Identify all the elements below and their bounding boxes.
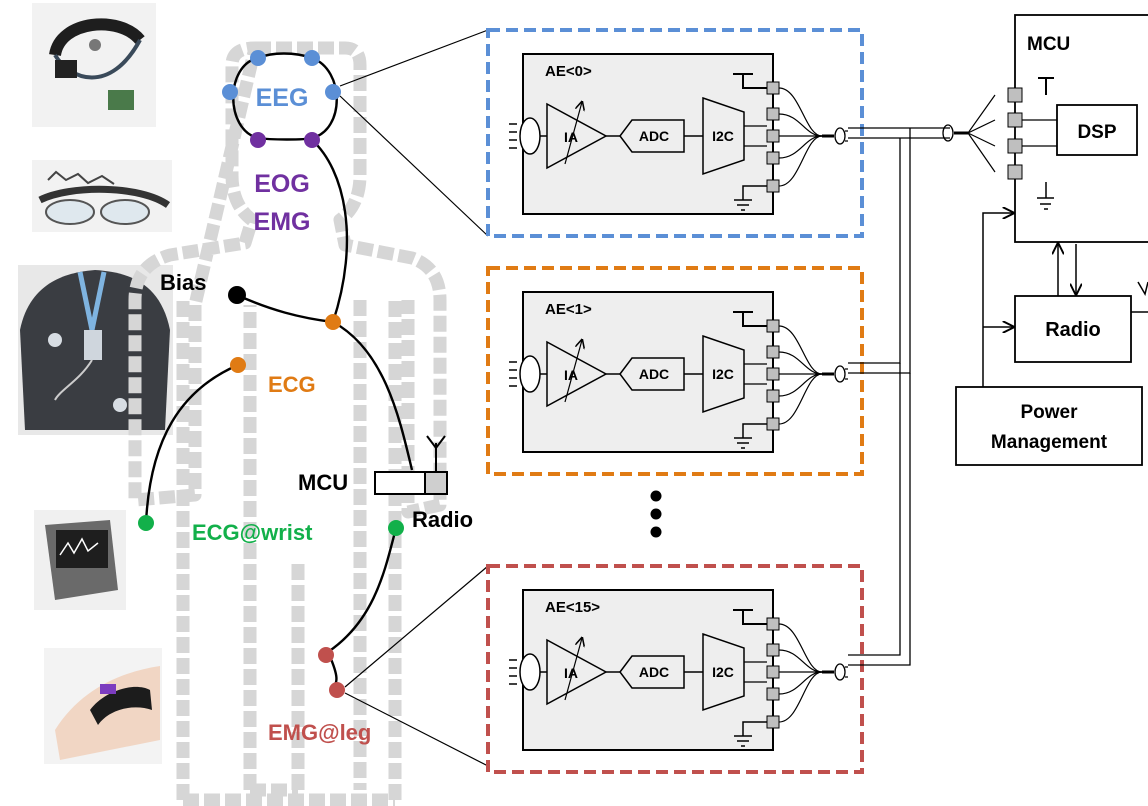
pin [766,665,780,679]
radio-block: Radio [1014,244,1148,363]
pin [766,715,780,729]
ae-dashed-frame [486,564,864,774]
label-eeg: EEG [256,84,309,112]
pin [766,617,780,631]
label-ecg-wrist: ECG@wrist [192,520,313,545]
electrode-icon [509,361,517,387]
bus-wiring [848,124,968,666]
body-outline [128,41,447,806]
ia-label: IA [564,367,578,383]
pin [766,179,780,193]
pin [766,151,780,165]
label-emg-leg: EMG@leg [268,720,371,745]
ae-block-group: AE<0> IA ADC I2C AE<1> IA ADC I2C AE<15> IA ADC I2C [486,28,864,774]
radio-label: Radio [1045,319,1101,341]
adc-label: ADC [639,664,669,680]
ia-label: IA [564,129,578,145]
label-emg: EMG [254,208,311,236]
bias-electrode [228,286,246,304]
pin [766,643,780,657]
eog-electrode [250,132,266,148]
eog-electrode [304,132,320,148]
i2c-label: I2C [712,664,734,680]
dsp-label: DSP [1077,122,1116,143]
emg-leg-electrode [329,682,345,698]
ecg-wrist-electrode [138,515,154,531]
pin [766,319,780,333]
ae-block-ae15: AE<15> IA ADC I2C [486,564,864,774]
label-body-mcu: MCU [298,470,348,495]
body-mcu-module [374,435,448,495]
label-body-radio: Radio [412,507,473,532]
ae-dashed-frame [486,266,864,476]
antenna-icon [426,435,446,450]
connector [834,663,846,681]
eeg-headset-photo [32,3,156,127]
eeg-electrode [325,84,341,100]
leg-band-photo [44,648,162,764]
pin [766,107,780,121]
input-jack [519,117,541,155]
connector [834,365,846,383]
label-bias: Bias [160,270,206,295]
eeg-electrode [304,50,320,66]
ae-label: AE<1> [545,301,592,318]
mcu-block: MCU DSP [967,14,1148,243]
eeg-electrode [222,84,238,100]
antenna-icon [1137,281,1148,296]
i2c-label: I2C [712,366,734,382]
zoom-lines [339,29,489,767]
ae-block-ae1: AE<1> IA ADC I2C [486,266,864,476]
eeg-electrode [250,50,266,66]
ellipsis-dots [650,490,662,538]
mcu-label: MCU [1027,34,1070,55]
pin [766,129,780,143]
pin [766,417,780,431]
input-jack [519,653,541,691]
pin [766,81,780,95]
ecg-electrode [230,357,246,373]
input-jack [519,355,541,393]
pin [766,345,780,359]
ia-label: IA [564,665,578,681]
power-label-line1: Power [1020,402,1078,423]
adc-label: ADC [639,366,669,382]
emg-leg-electrode [318,647,334,663]
ecg-chest-photo [18,265,173,435]
ae-label: AE<15> [545,599,600,616]
i2c-label: I2C [712,128,734,144]
electrode-icon [509,123,517,149]
i2c-block [702,96,745,176]
i2c-block [702,632,745,712]
body-wiring [144,52,414,691]
power-label-line2: Management [991,432,1108,453]
electrodes [138,50,404,698]
pin [766,687,780,701]
ae-block-ae0: AE<0> IA ADC I2C [486,28,864,238]
label-eog: EOG [254,170,310,198]
pin [766,367,780,381]
label-ecg: ECG [268,372,316,397]
connector [834,127,846,145]
eog-glasses-photo [32,160,172,232]
i2c-block [702,334,745,414]
ecg-wrist-electrode [388,520,404,536]
wrist-watch-photo [34,510,126,610]
ae-label: AE<0> [545,63,592,80]
ecg-electrode [325,314,341,330]
adc-label: ADC [639,128,669,144]
ae-dashed-frame [486,28,864,238]
pin [766,389,780,403]
power-management-block: Power Management [955,213,1143,466]
electrode-icon [509,659,517,685]
